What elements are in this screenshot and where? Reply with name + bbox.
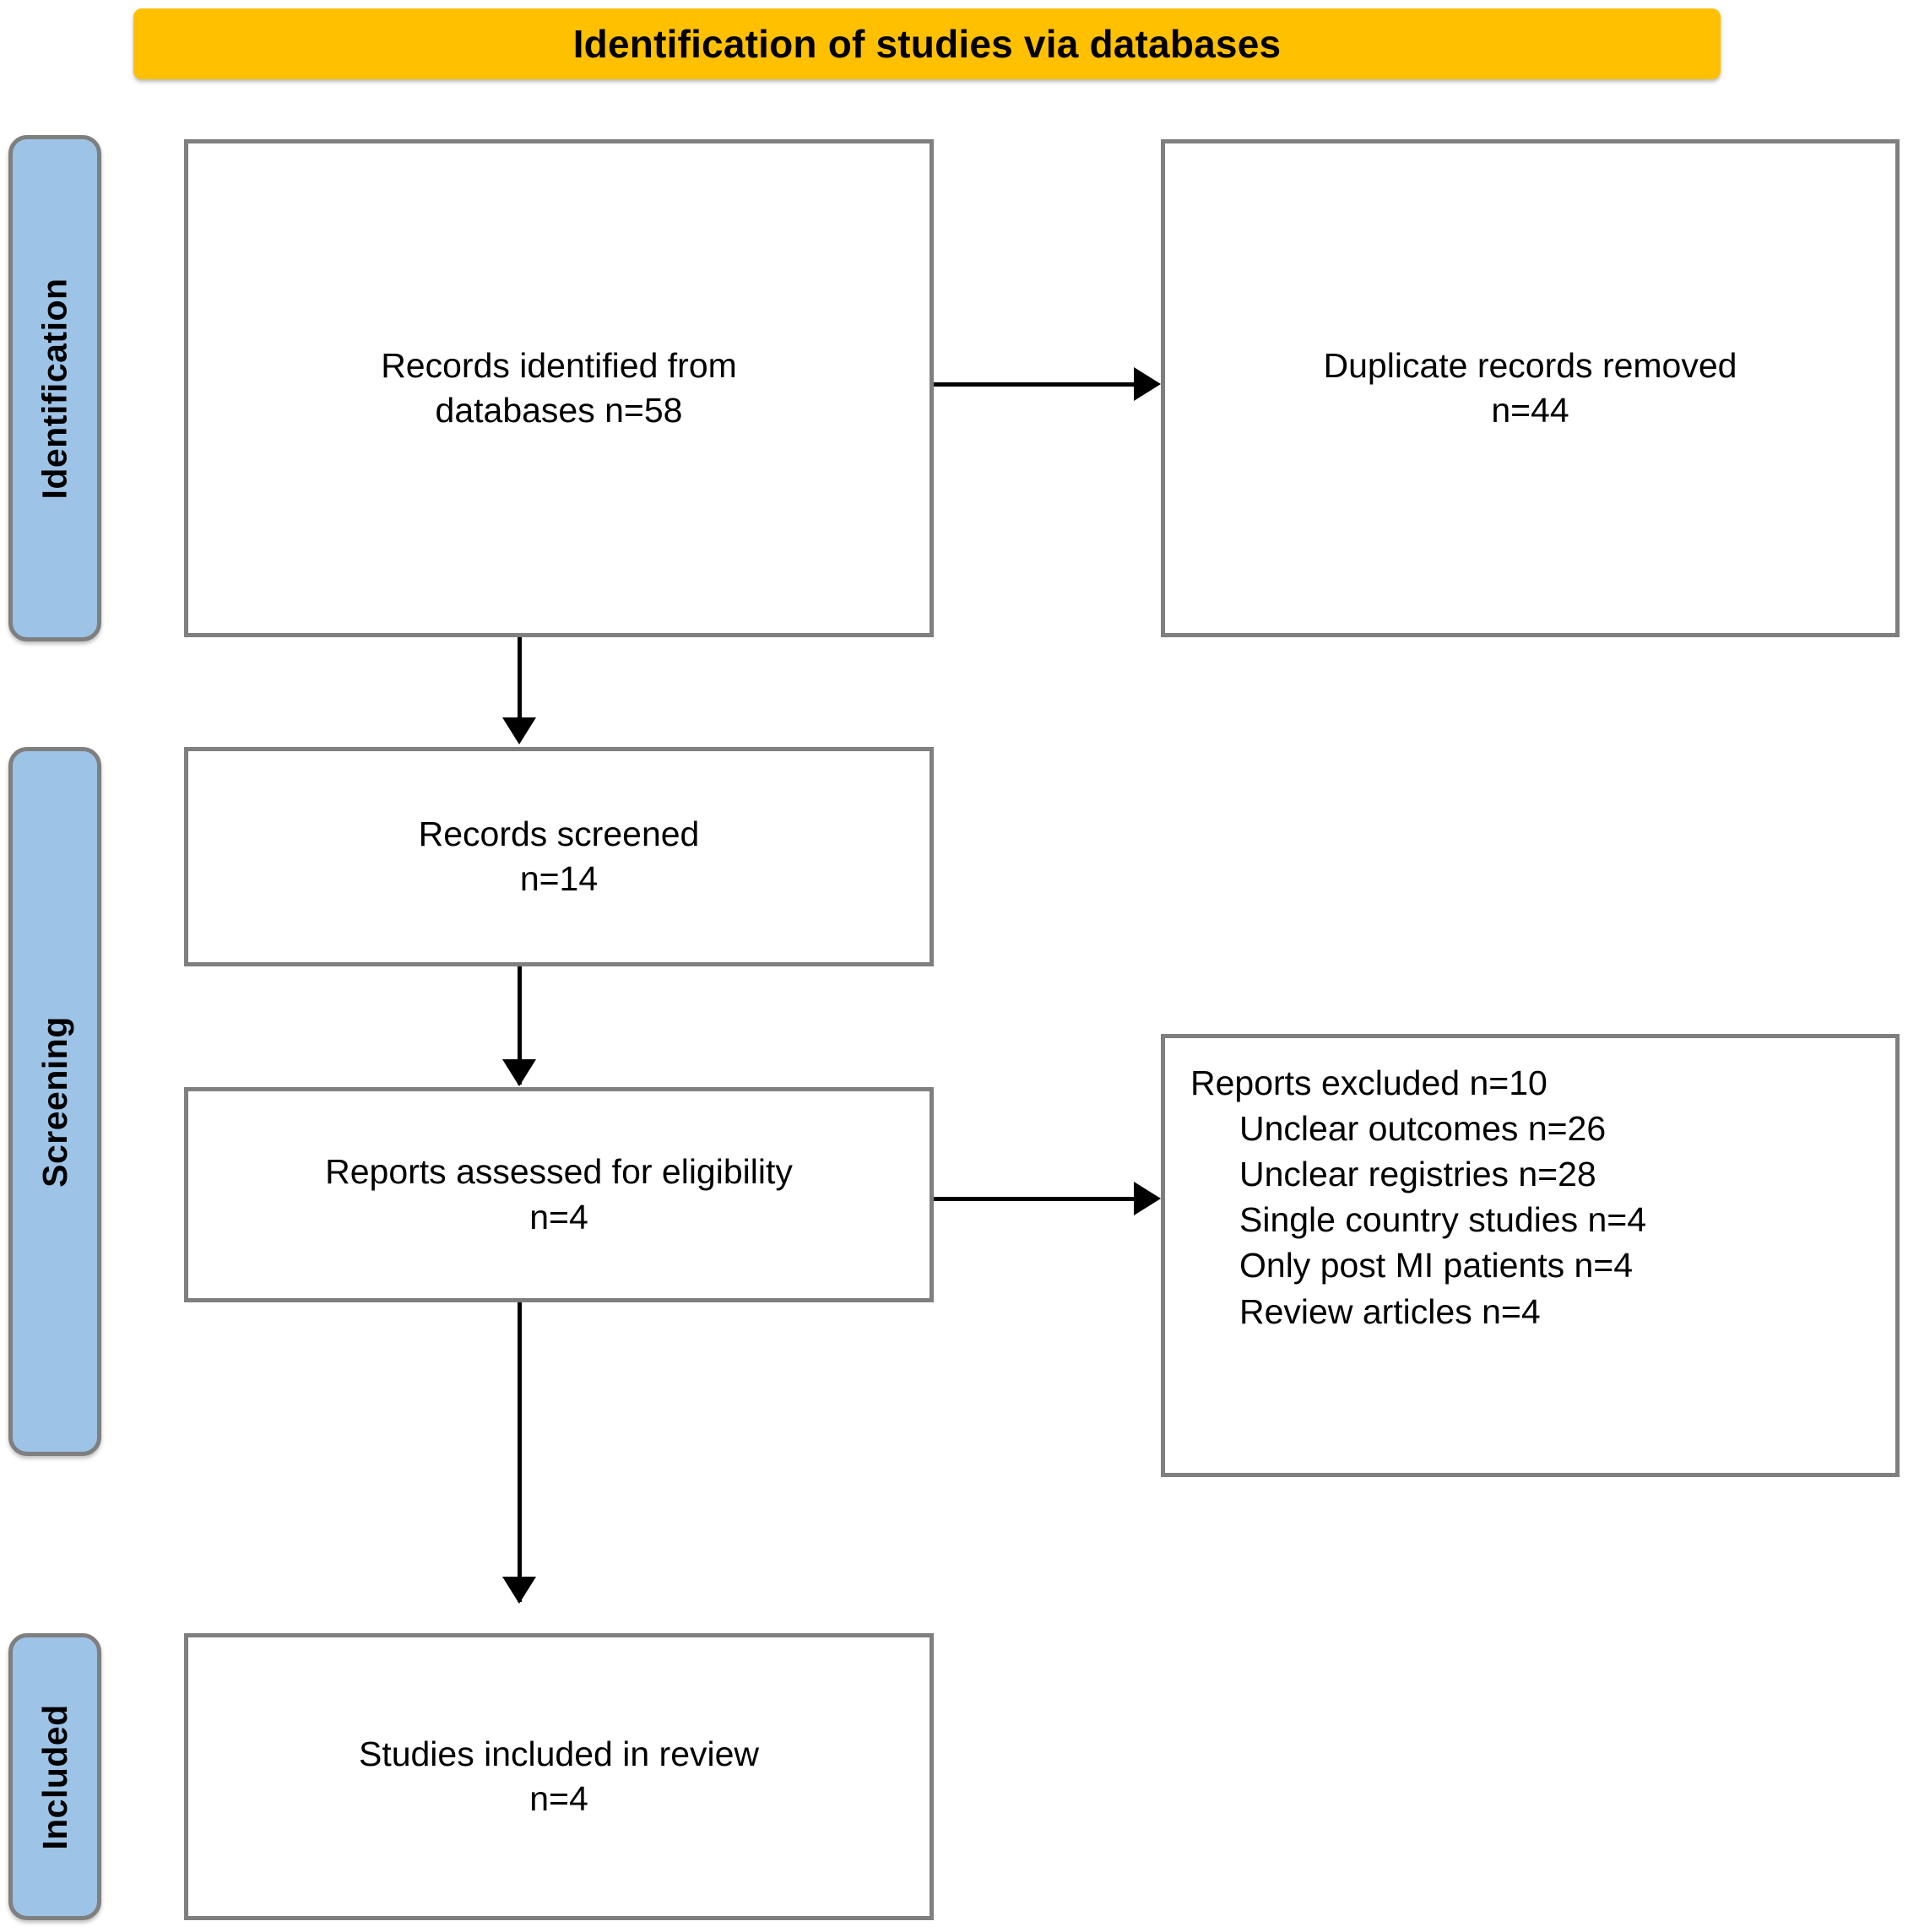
reports-excluded-reason: Review articles n=4 bbox=[1239, 1291, 1541, 1331]
banner-title: Identification of studies via databases bbox=[572, 22, 1282, 66]
box-studies-included-text: Studies included in review n=4 bbox=[347, 1732, 771, 1822]
box-duplicates-removed: Duplicate records removed n=44 bbox=[1161, 139, 1900, 637]
reports-excluded-reason: Unclear outcomes n=26 bbox=[1239, 1109, 1607, 1149]
reports-excluded-reason: Unclear registries n=28 bbox=[1239, 1155, 1596, 1194]
duplicates-removed-line2: n=44 bbox=[1491, 391, 1569, 430]
arrow-screened-to-assessed-line bbox=[518, 966, 522, 1085]
box-records-identified: Records identified from databases n=58 bbox=[184, 139, 934, 637]
records-identified-line2: databases n=58 bbox=[435, 391, 683, 430]
stage-label-included-text: Included bbox=[35, 1703, 74, 1850]
arrow-identified-to-duplicates-line bbox=[934, 382, 1135, 387]
arrow-identified-to-screened-line bbox=[518, 637, 522, 740]
box-reports-assessed-text: Reports assessed for eligibility n=4 bbox=[313, 1150, 805, 1240]
records-identified-line1: Records identified from bbox=[381, 345, 737, 385]
duplicates-removed-line1: Duplicate records removed bbox=[1323, 345, 1737, 385]
header-banner: Identification of studies via databases bbox=[133, 8, 1721, 79]
box-reports-excluded: Reports excluded n=10 Unclear outcomes n… bbox=[1161, 1034, 1900, 1477]
arrow-assessed-to-included-line bbox=[518, 1302, 522, 1602]
arrow-screened-to-assessed-head bbox=[502, 1059, 536, 1086]
stage-label-screening: Screening bbox=[8, 747, 101, 1456]
reports-excluded-reason: Only post MI patients n=4 bbox=[1239, 1246, 1634, 1285]
box-reports-excluded-text: Reports excluded n=10 Unclear outcomes n… bbox=[1165, 1038, 1646, 1334]
stage-label-screening-text: Screening bbox=[35, 1015, 74, 1188]
stage-label-included: Included bbox=[8, 1633, 101, 1920]
box-records-identified-text: Records identified from databases n=58 bbox=[369, 344, 749, 434]
studies-included-line2: n=4 bbox=[529, 1779, 588, 1818]
studies-included-line1: Studies included in review bbox=[358, 1734, 760, 1773]
records-screened-line1: Records screened bbox=[418, 814, 700, 853]
arrow-assessed-to-included-head bbox=[502, 1577, 536, 1604]
reports-assessed-line2: n=4 bbox=[529, 1197, 588, 1237]
arrow-identified-to-duplicates-head bbox=[1134, 367, 1161, 401]
box-records-screened: Records screened n=14 bbox=[184, 747, 934, 966]
stage-label-identification: Identification bbox=[8, 135, 101, 641]
records-screened-line2: n=14 bbox=[519, 859, 599, 898]
reports-assessed-line1: Reports assessed for eligibility bbox=[325, 1152, 793, 1192]
arrow-assessed-to-excluded-line bbox=[934, 1197, 1135, 1201]
reports-excluded-reason: Single country studies n=4 bbox=[1239, 1200, 1647, 1240]
box-duplicates-removed-text: Duplicate records removed n=44 bbox=[1312, 344, 1749, 434]
box-reports-assessed: Reports assessed for eligibility n=4 bbox=[184, 1087, 934, 1302]
arrow-identified-to-screened-head bbox=[502, 717, 536, 744]
box-studies-included: Studies included in review n=4 bbox=[184, 1633, 934, 1920]
stage-label-identification-text: Identification bbox=[35, 277, 74, 500]
arrow-assessed-to-excluded-head bbox=[1134, 1182, 1161, 1215]
reports-excluded-heading: Reports excluded n=10 bbox=[1190, 1063, 1548, 1102]
box-records-screened-text: Records screened n=14 bbox=[407, 812, 712, 902]
